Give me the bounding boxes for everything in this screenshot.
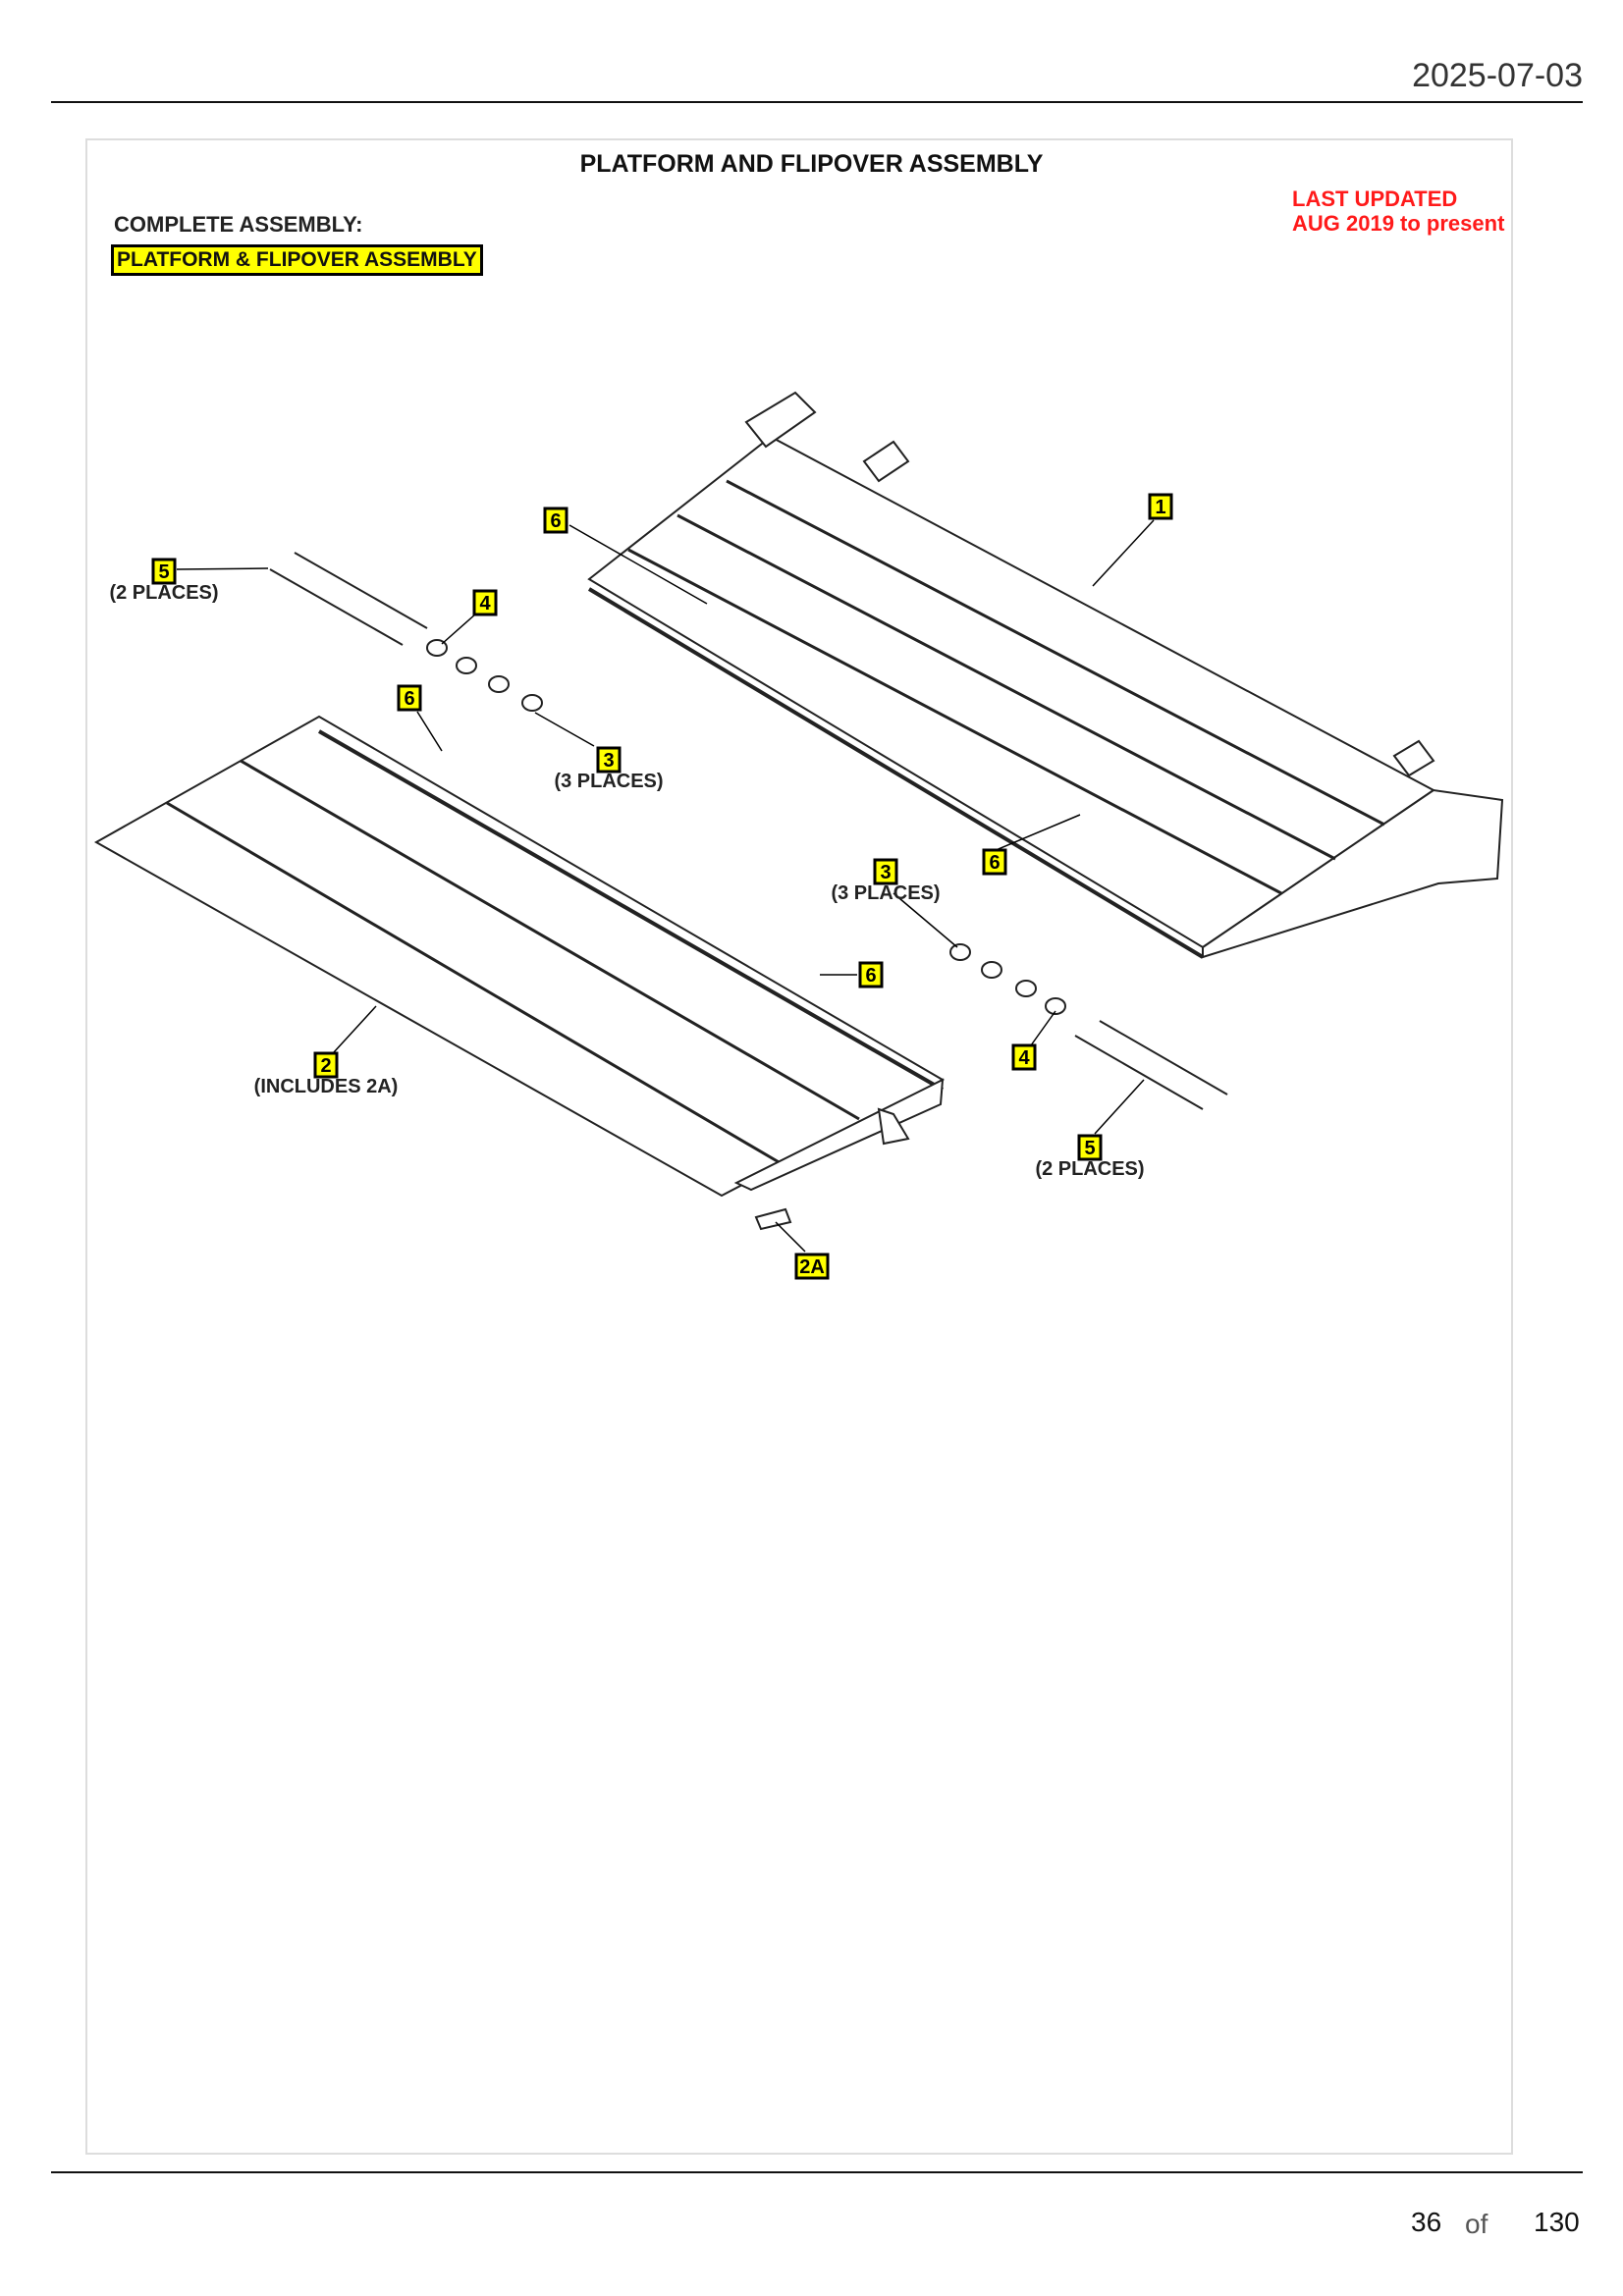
last-updated-label: LAST UPDATED — [1292, 187, 1458, 211]
platform-part-1 — [587, 391, 1504, 959]
callout-3: 3(3 PLACES) — [831, 858, 941, 904]
callout-6: 6 — [397, 684, 422, 712]
callout-box — [858, 961, 884, 988]
callout-number: 6 — [550, 510, 561, 532]
callout-box — [1148, 493, 1173, 520]
flipover-part-2 — [93, 715, 946, 1231]
callout-number: 2 — [320, 1055, 331, 1077]
callout-box — [1077, 1134, 1103, 1161]
callout-number: 1 — [1155, 497, 1165, 518]
callout-number: 4 — [1018, 1047, 1030, 1069]
leader-lines — [176, 519, 1155, 1253]
footer-rule — [51, 2171, 1583, 2173]
page-total: 130 — [1534, 2207, 1580, 2237]
callout-number: 6 — [404, 688, 414, 710]
last-updated-range: AUG 2019 to present — [1292, 211, 1505, 236]
callout-note: (3 PLACES) — [831, 882, 940, 904]
callout-6: 6 — [982, 848, 1007, 876]
header-rule — [51, 101, 1583, 103]
callout-4: 4 — [1011, 1043, 1037, 1071]
document-date: 2025-07-03 — [1412, 57, 1583, 94]
callout-box — [1011, 1043, 1037, 1071]
callout-4: 4 — [472, 589, 498, 616]
callout-note: (2 PLACES) — [1035, 1158, 1144, 1180]
callout-2: 2(INCLUDES 2A) — [254, 1051, 399, 1097]
callout-5: 5(2 PLACES) — [1035, 1134, 1145, 1180]
callout-number: 5 — [158, 561, 169, 583]
page-frame — [85, 138, 1513, 2155]
callout-box — [313, 1051, 339, 1079]
callout-number: 6 — [865, 965, 876, 987]
callout-box — [397, 684, 422, 712]
callout-note: (2 PLACES) — [109, 582, 218, 604]
callout-box — [596, 746, 622, 774]
complete-assembly-label: COMPLETE ASSEMBLY: — [114, 212, 363, 237]
callout-number: 5 — [1084, 1138, 1095, 1159]
callout-number: 4 — [479, 593, 491, 614]
callout-2a: 2A — [794, 1253, 830, 1280]
page-number: 36 — [1411, 2207, 1442, 2237]
callout-box — [873, 858, 898, 885]
callout-box — [472, 589, 498, 616]
callout-box — [543, 507, 568, 534]
callout-number: 2A — [799, 1256, 825, 1278]
callout-note: (INCLUDES 2A) — [254, 1076, 399, 1097]
page-title: PLATFORM AND FLIPOVER ASSEMBLY — [579, 150, 1044, 178]
callout-box — [982, 848, 1007, 876]
complete-assembly-link[interactable]: PLATFORM & FLIPOVER ASSEMBLY — [111, 244, 483, 276]
callout-1: 1 — [1148, 493, 1173, 520]
callout-number: 3 — [880, 862, 891, 883]
callout-box — [794, 1253, 830, 1280]
callout-3: 3(3 PLACES) — [554, 746, 664, 792]
callout-5: 5(2 PLACES) — [109, 558, 219, 604]
callout-number: 6 — [989, 852, 1000, 874]
callout-note: (3 PLACES) — [554, 771, 663, 792]
callout-number: 3 — [603, 750, 614, 772]
callout-6: 6 — [543, 507, 568, 534]
page-of-label: of — [1465, 2209, 1488, 2239]
callout-6: 6 — [858, 961, 884, 988]
callout-box — [151, 558, 177, 585]
